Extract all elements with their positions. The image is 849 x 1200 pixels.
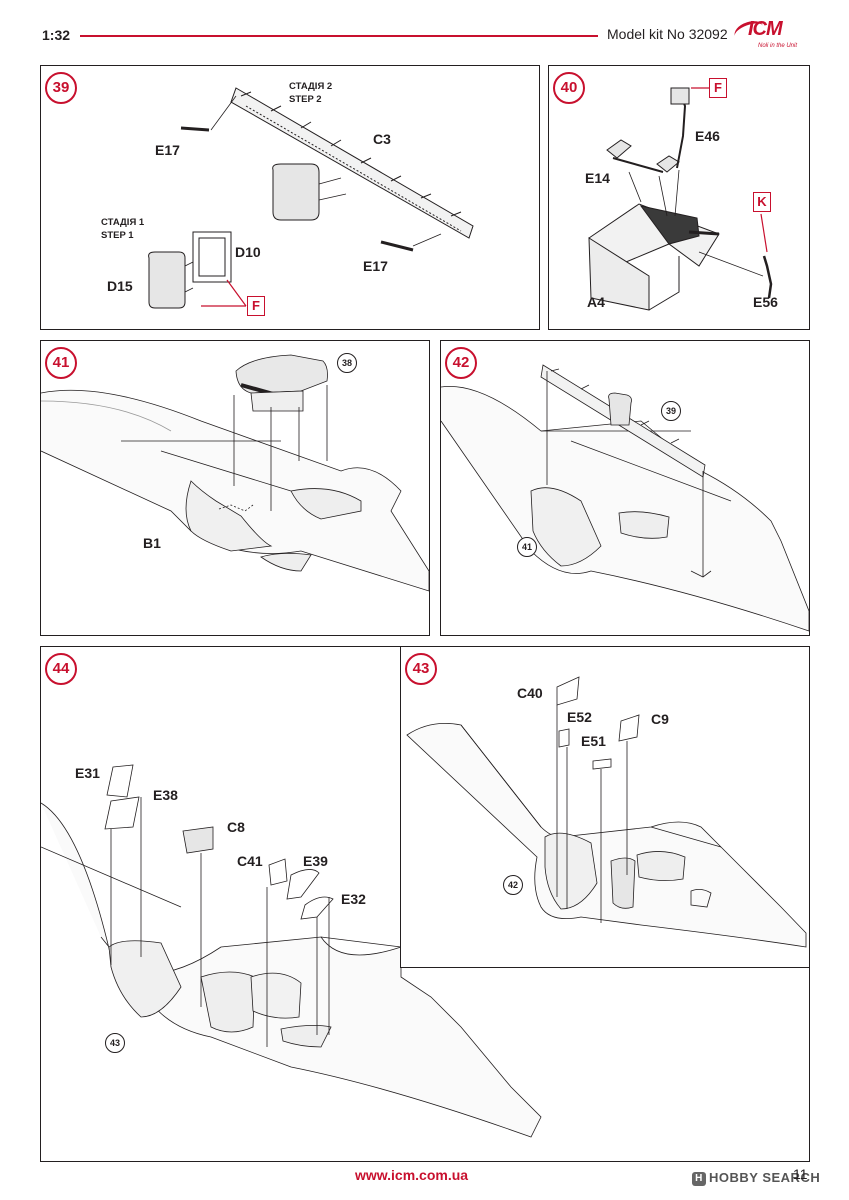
step-43-panel: 43 42 C40 E52 C9 E51 <box>400 646 810 968</box>
scale-label: 1:32 <box>42 27 71 43</box>
website-link[interactable]: www.icm.com.ua <box>355 1167 469 1183</box>
part-label-e51: E51 <box>581 733 606 749</box>
header-rule <box>80 35 598 37</box>
stage2-ua-label: СТАДІЯ 2 <box>289 81 333 92</box>
part-label-e17-top: E17 <box>155 142 180 158</box>
part-label-c41: C41 <box>237 853 263 869</box>
part-label-e38: E38 <box>153 787 178 803</box>
step-42-ref-badge-39: 39 <box>661 401 681 421</box>
step-41-drawing <box>41 354 430 592</box>
step-41-number: 41 <box>45 347 77 379</box>
step-41-ref-badge: 38 <box>337 353 357 373</box>
part-label-e52: E52 <box>567 709 592 725</box>
watermark-text: HOBBY SEARCH <box>709 1170 821 1185</box>
icm-logo: ICM Noli in the Unit <box>731 17 810 56</box>
logo-tagline: Noli in the Unit <box>758 43 798 49</box>
step-40-panel: 40 F K E46 E14 A4 E56 <box>548 65 810 330</box>
step-39-panel: 39 СТАДІЯ 2 STEP 2 СТАДІЯ 1 STEP 1 E17 C… <box>40 65 540 330</box>
stage1-ua-label: СТАДІЯ 1 <box>101 217 145 228</box>
step-44-ref-badge: 43 <box>105 1033 125 1053</box>
step-43-ref-badge: 42 <box>503 875 523 895</box>
step-39-number: 39 <box>45 72 77 104</box>
page-number: 11 <box>793 1166 808 1182</box>
step-44-number: 44 <box>45 653 77 685</box>
hobby-search-logo-icon: H <box>692 1172 706 1186</box>
part-label-c8: C8 <box>227 819 245 835</box>
part-label-a4: A4 <box>587 294 605 310</box>
stage2-en-label: STEP 2 <box>289 94 322 105</box>
step-39-stage1: СТАДІЯ 1 STEP 1 <box>101 216 144 242</box>
part-label-c3: C3 <box>373 131 391 147</box>
step-40-drawing <box>588 87 773 311</box>
color-code-f: F <box>247 296 265 316</box>
part-label-d10: D10 <box>235 244 261 260</box>
part-label-e31: E31 <box>75 765 100 781</box>
part-label-b1: B1 <box>143 535 161 551</box>
color-code-f: F <box>709 78 727 98</box>
step-43-number: 43 <box>405 653 437 685</box>
step-42-panel: 42 39 41 <box>440 340 810 636</box>
step-40-number: 40 <box>553 72 585 104</box>
color-code-k: K <box>753 192 771 212</box>
step-42-number: 42 <box>445 347 477 379</box>
kit-title: Model kit No 32092 <box>607 26 728 42</box>
stage1-en-label: STEP 1 <box>101 230 134 241</box>
step-42-ref-badge-41: 41 <box>517 537 537 557</box>
step-39-stage2: СТАДІЯ 2 STEP 2 <box>289 80 332 106</box>
logo-text: ICM <box>748 18 783 40</box>
part-label-e39: E39 <box>303 853 328 869</box>
step-41-panel: 41 38 B1 <box>40 340 430 636</box>
part-label-e56: E56 <box>753 294 778 310</box>
step-39-drawing <box>148 87 474 309</box>
part-label-d15: D15 <box>107 278 133 294</box>
step-44-drawing <box>41 764 542 1138</box>
step-43-drawing <box>406 676 807 948</box>
part-label-e17-bottom: E17 <box>363 258 388 274</box>
part-label-c9: C9 <box>651 711 669 727</box>
part-label-c40: C40 <box>517 685 543 701</box>
part-label-e46: E46 <box>695 128 720 144</box>
step-42-drawing <box>441 364 810 632</box>
part-label-e14: E14 <box>585 170 610 186</box>
part-label-e32: E32 <box>341 891 366 907</box>
